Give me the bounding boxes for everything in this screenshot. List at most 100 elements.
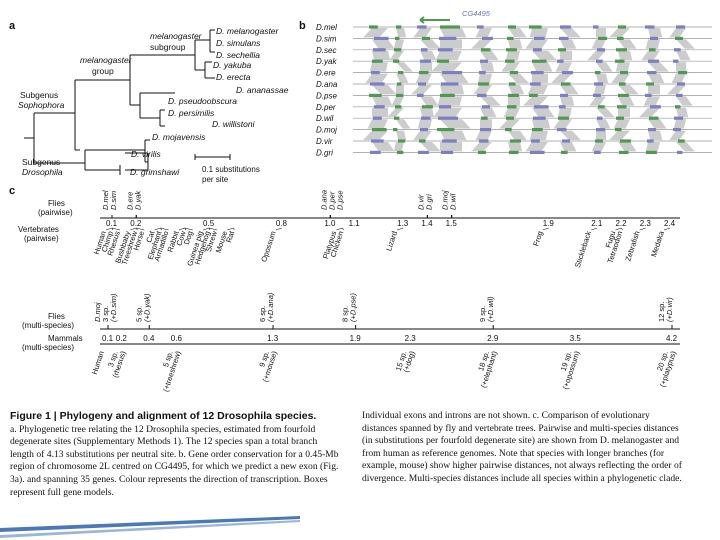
synteny-band	[372, 39, 395, 49]
tree-leaf-label: D. erecta	[216, 72, 251, 82]
vertebrate-leader	[591, 227, 598, 231]
gene-box	[373, 116, 382, 120]
scale-bar: 0.1 substitutions per site	[194, 154, 260, 184]
drosophila-label-1: Subgenus	[22, 157, 60, 167]
gene-box	[441, 82, 459, 86]
vertebrate-leader	[227, 227, 234, 231]
gene-box	[394, 116, 400, 120]
gene-box	[562, 139, 571, 143]
gene-box	[479, 71, 486, 75]
fly-multi-tick-label: D.moj	[93, 302, 102, 322]
synteny-band	[648, 73, 665, 83]
direction-arrow	[419, 16, 450, 24]
synteny-band	[529, 130, 548, 140]
synteny-band	[473, 85, 492, 95]
vertebrate-leader	[639, 227, 646, 231]
gene-box	[374, 36, 389, 40]
synteny-band	[648, 62, 669, 72]
gene-box	[437, 59, 450, 63]
sophophora-label-1: Subgenus	[20, 90, 58, 100]
synteny-band	[532, 73, 548, 83]
synteny-band	[648, 28, 663, 38]
gene-box	[647, 71, 657, 75]
tree-branches	[84, 61, 215, 175]
synteny-band	[648, 119, 667, 129]
synteny-band	[615, 62, 630, 72]
pairwise-tick-label: 1.1	[349, 219, 361, 228]
gene-box	[419, 71, 429, 75]
vertebrate-leader	[130, 227, 137, 231]
gene-box	[616, 48, 627, 52]
fly-multi-tick-label: (+D.yak)	[142, 293, 151, 322]
synteny-band	[440, 130, 467, 140]
gene-box	[619, 150, 629, 154]
fly-species-label: D.yak	[133, 190, 142, 210]
synteny-band	[596, 62, 613, 72]
slide-accent-stripe	[0, 520, 300, 538]
synteny-band	[372, 107, 388, 118]
tree-leaf-label: D. mojavensis	[152, 132, 206, 142]
gene-box	[561, 150, 568, 154]
synteny-band	[639, 107, 660, 118]
gene-box	[420, 128, 429, 132]
vertebrate-leader	[154, 227, 161, 231]
fly-species-label: D.vir	[416, 194, 425, 210]
synteny-band	[480, 50, 499, 61]
gene-box	[422, 105, 433, 109]
flies-multi-label: Flies	[48, 312, 65, 321]
synteny-band	[591, 142, 606, 152]
tree-leaf-label: D. pseudoobscura	[168, 96, 237, 106]
alignment-row-label: D.ere	[316, 69, 336, 78]
synteny-band	[480, 96, 501, 106]
gene-box	[394, 48, 402, 52]
fly-multi-tick-label: (+D.ana)	[266, 292, 275, 322]
synteny-band	[363, 28, 388, 38]
synteny-band	[508, 39, 523, 49]
synteny-band	[413, 130, 432, 140]
gene-box	[507, 105, 517, 109]
fly-multi-tick-label: (+D.vir)	[665, 297, 674, 322]
synteny-band	[420, 96, 439, 106]
synteny-band	[560, 28, 581, 38]
gene-box	[418, 150, 429, 154]
gene-box	[533, 48, 542, 52]
gene-box	[421, 48, 428, 52]
vertebrate-species-label: Zebrafish	[623, 230, 641, 263]
gene-box	[615, 59, 625, 63]
alignment-row-label: D.pse	[316, 91, 337, 100]
vertebrate-species-label: Stickleback	[573, 230, 593, 269]
pairwise-tick-label: 2.4	[664, 219, 676, 228]
synteny-band	[396, 85, 404, 95]
tree-leaf-label: D. yakuba	[213, 60, 252, 70]
synteny-band	[560, 142, 577, 152]
vertebrates-label: (pairwise)	[24, 234, 59, 243]
vertebrate-leader	[105, 227, 113, 231]
synteny-band	[551, 73, 572, 83]
gene-box	[595, 71, 601, 75]
gene-box	[615, 128, 622, 132]
synteny-band	[393, 39, 404, 49]
synteny-band	[508, 142, 523, 152]
synteny-band	[372, 142, 395, 152]
gene-box	[677, 82, 685, 86]
synteny-band	[555, 62, 572, 72]
gene-box	[397, 82, 402, 86]
synteny-band	[417, 119, 432, 129]
gene-box	[531, 139, 540, 143]
pairwise-tick-label: 1.4	[421, 219, 433, 228]
vertebrate-leader	[178, 227, 185, 231]
synteny-band	[396, 62, 413, 72]
synteny-band	[475, 28, 492, 38]
pairwise-tick-label: 1.0	[324, 219, 336, 228]
alignment-row-label: D.ana	[316, 80, 338, 89]
synteny-band	[396, 28, 407, 38]
gene-box	[593, 93, 601, 97]
synteny-band	[596, 107, 615, 118]
synteny-band	[532, 50, 557, 61]
vertebrate-leader	[342, 227, 344, 231]
gene-box	[560, 93, 569, 97]
pairwise-tick-label: 0.2	[130, 219, 142, 228]
gene-order-alignment: D.melD.simD.secD.yakD.ereD.anaD.pseD.per…	[316, 16, 712, 157]
gene-box	[370, 82, 385, 86]
gene-box	[649, 48, 656, 52]
